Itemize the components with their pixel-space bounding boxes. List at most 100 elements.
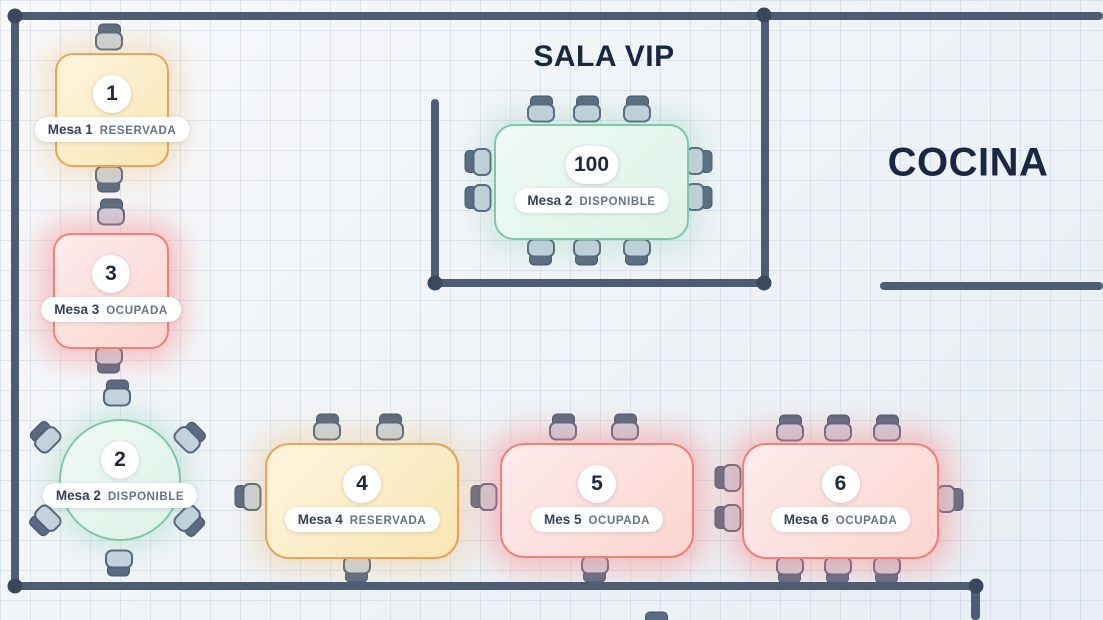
table-number-badge: 2 bbox=[101, 441, 139, 479]
chair-seat bbox=[313, 421, 341, 441]
table-number-badge: 3 bbox=[92, 255, 130, 293]
chair-mesa-6 bbox=[873, 556, 901, 584]
chair-mesa-5 bbox=[549, 413, 577, 441]
chair-seat bbox=[242, 483, 262, 511]
chair-mesa-6 bbox=[824, 414, 852, 442]
chair-mesa-2-vip bbox=[464, 148, 492, 176]
wall-joint bbox=[756, 7, 772, 23]
chair-seat bbox=[623, 103, 651, 123]
chair-mesa-2-vip bbox=[527, 95, 555, 123]
chair-seat bbox=[776, 422, 804, 442]
wall-vip-left bbox=[431, 99, 439, 287]
chair-mesa-2 bbox=[103, 379, 131, 407]
chair-mesa-6 bbox=[936, 485, 964, 513]
chair-mesa-3 bbox=[95, 346, 123, 374]
wall-outer-top bbox=[11, 12, 1103, 20]
chair-seat bbox=[623, 238, 651, 258]
table-status-badge: OCUPADA bbox=[835, 515, 898, 527]
chair-seat bbox=[105, 549, 133, 569]
chair-seat bbox=[472, 184, 492, 212]
chair-seat bbox=[824, 556, 852, 576]
chair-mesa-6 bbox=[824, 556, 852, 584]
chair-mesa-2-vip bbox=[527, 238, 555, 266]
wall-joint bbox=[7, 578, 23, 594]
chair-mesa-2-vip bbox=[573, 95, 601, 123]
table-status-badge: OCUPADA bbox=[588, 515, 651, 527]
chair-seat bbox=[478, 483, 498, 511]
chair-mesa-1 bbox=[95, 23, 123, 51]
wall-bottom-stub bbox=[971, 582, 980, 620]
chair-mesa-4 bbox=[234, 483, 262, 511]
table-name: Mesa 3 bbox=[54, 302, 100, 317]
chair-mesa-4 bbox=[313, 413, 341, 441]
chair-mesa-5 bbox=[470, 483, 498, 511]
chair-mesa-6 bbox=[776, 556, 804, 584]
chair-seat bbox=[573, 238, 601, 258]
wall-joint bbox=[756, 275, 772, 291]
chair-seat bbox=[97, 206, 125, 226]
wall-vip-right bbox=[761, 12, 769, 287]
chair-seat bbox=[95, 165, 123, 185]
table-name: Mes 5 bbox=[543, 512, 582, 527]
table-name: Mesa 1 bbox=[47, 122, 93, 137]
table-number-badge: 100 bbox=[564, 146, 619, 184]
table-number-badge: 1 bbox=[93, 75, 131, 113]
wall-cocina-bottom bbox=[880, 282, 1103, 290]
table-label: Mesa 4 RESERVADA bbox=[284, 507, 440, 532]
chair bbox=[642, 611, 670, 620]
table-number-badge: 5 bbox=[578, 465, 616, 503]
chair-mesa-2 bbox=[170, 418, 208, 457]
wall-outer-bottom bbox=[11, 582, 979, 590]
chair-seat bbox=[581, 555, 609, 575]
chair-mesa-2-vip bbox=[464, 184, 492, 212]
table-name: Mesa 2 bbox=[55, 488, 101, 503]
wall-joint bbox=[7, 8, 23, 24]
chair-seat bbox=[527, 238, 555, 258]
chair-mesa-6 bbox=[776, 414, 804, 442]
chair-mesa-6 bbox=[714, 464, 742, 492]
chair-mesa-5 bbox=[611, 413, 639, 441]
chair-mesa-2-vip bbox=[623, 95, 651, 123]
chair-mesa-2 bbox=[105, 549, 133, 577]
chair-seat bbox=[722, 504, 742, 532]
chair-mesa-6 bbox=[873, 414, 901, 442]
chair-mesa-6 bbox=[714, 504, 742, 532]
chair-mesa-5 bbox=[581, 555, 609, 583]
chair-seat bbox=[824, 422, 852, 442]
wall-joint bbox=[968, 578, 984, 594]
chair-mesa-2-vip bbox=[685, 183, 713, 211]
chair-seat bbox=[472, 148, 492, 176]
table-status-badge: RESERVADA bbox=[349, 515, 427, 527]
wall-joint bbox=[427, 275, 443, 291]
chair-seat bbox=[722, 464, 742, 492]
table-name: Mesa 4 bbox=[297, 512, 343, 527]
chair-seat bbox=[95, 346, 123, 366]
wall-vip-bottom bbox=[431, 279, 769, 287]
chair-seat bbox=[873, 556, 901, 576]
chair-seat bbox=[376, 421, 404, 441]
chair-mesa-2 bbox=[26, 418, 65, 457]
chair-back bbox=[644, 611, 668, 620]
table-label: Mesa 6 OCUPADA bbox=[770, 507, 911, 532]
chair-mesa-4 bbox=[343, 555, 371, 583]
chair-seat bbox=[573, 103, 601, 123]
wall-outer-left bbox=[11, 12, 19, 590]
chair-seat bbox=[527, 103, 555, 123]
table-name: Mesa 6 bbox=[783, 512, 829, 527]
table-number-badge: 4 bbox=[343, 465, 381, 503]
table-name: Mesa 2 bbox=[527, 193, 573, 208]
room-label-cocina: COCINA bbox=[887, 140, 1049, 185]
chair-seat bbox=[103, 387, 131, 407]
chair-seat bbox=[936, 485, 956, 513]
chair-seat bbox=[873, 422, 901, 442]
